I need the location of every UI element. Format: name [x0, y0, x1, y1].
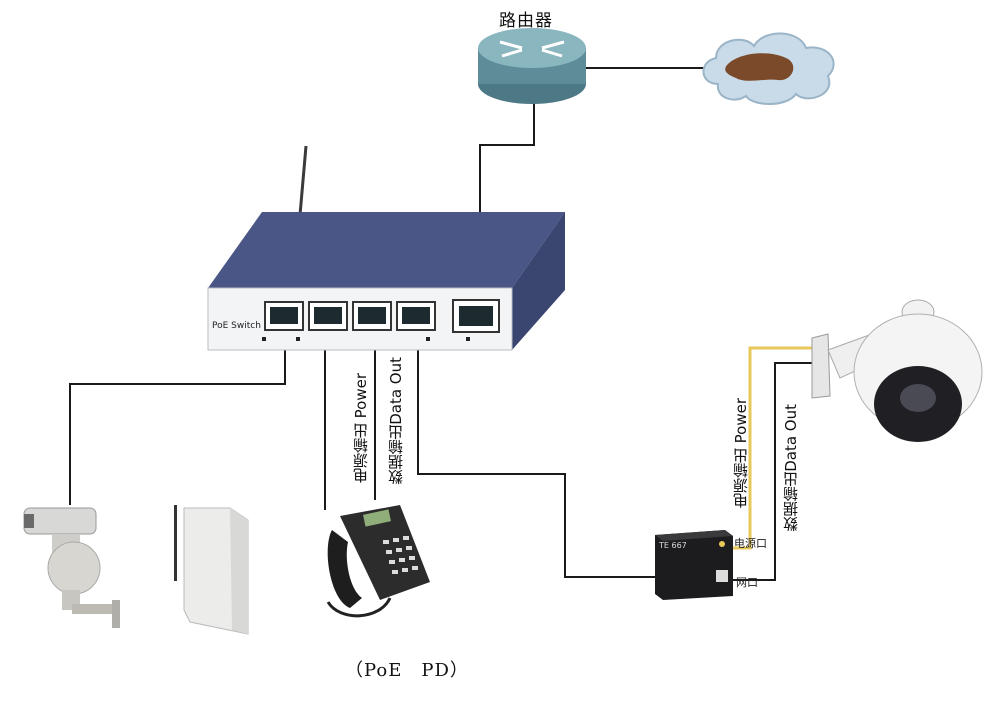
wire-switch-to-camera [69, 330, 286, 505]
router-device [478, 28, 586, 104]
dome-camera-device [811, 299, 983, 442]
router-arrows-icon [499, 40, 565, 58]
data-wires [69, 67, 812, 581]
phone-keypad [383, 536, 418, 574]
bullet-camera-device [23, 507, 120, 628]
phone-data-label: 数据输出Data Out [387, 357, 405, 485]
wire-splitter-net-to-camera [733, 362, 812, 581]
switch-top [208, 212, 565, 288]
switch-ports [264, 299, 500, 333]
wire-switch-to-splitter [417, 330, 655, 578]
switch-brand-label: PoE Switch [212, 321, 261, 331]
camera-data-label: 数据输出Data Out [782, 404, 800, 532]
wireless-ap-device [174, 505, 249, 635]
poe-splitter-device [655, 530, 733, 600]
poe-pd-caption: （PoE PD） [345, 660, 469, 681]
phone-power-label: 电源输出 Power [352, 373, 370, 484]
internet-cloud-icon [702, 32, 835, 105]
splitter-net-port-label: 网口 [736, 576, 758, 589]
router-label: 路由器 [499, 11, 553, 31]
camera-power-label: 电源输出 Power [732, 398, 750, 509]
switch-side [512, 212, 565, 350]
switch-leds [262, 337, 470, 341]
splitter-brand: TE 667 [659, 541, 687, 550]
ip-phone-device [326, 505, 430, 618]
switch-antenna [298, 145, 308, 216]
splitter-power-port-label: 电源口 [734, 537, 767, 550]
wire-splitter-power-to-camera [733, 346, 812, 550]
poe-switch-device [207, 145, 565, 351]
